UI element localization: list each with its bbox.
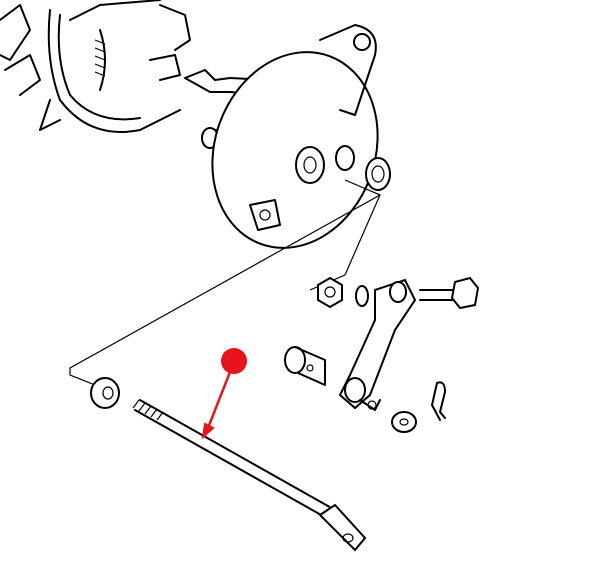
- annotation-marker: [201, 348, 247, 440]
- brake-rod: [132, 399, 367, 552]
- leader-line: [69, 179, 381, 386]
- rod-washer: [90, 377, 120, 409]
- joint-pin: [284, 346, 326, 386]
- seal-ring: [365, 157, 391, 191]
- washer-and-cotter-pin: [391, 381, 446, 433]
- brake-lever: [338, 278, 417, 411]
- lever-fasteners: [317, 276, 480, 310]
- brake-panel: [211, 24, 379, 249]
- brake-shoe-assembly: [0, 0, 191, 133]
